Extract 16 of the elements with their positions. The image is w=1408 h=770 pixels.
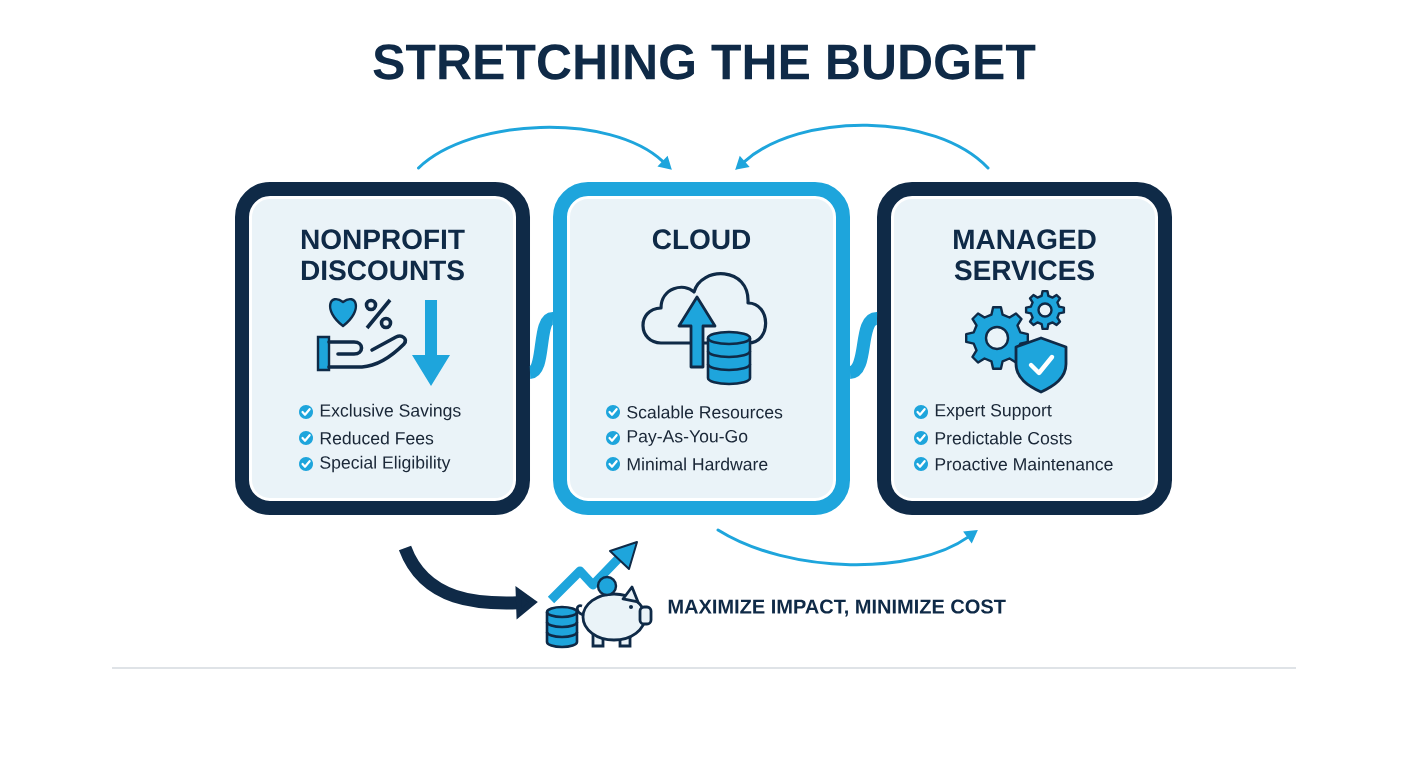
list-item: Pay-As-You-Go <box>627 430 748 446</box>
list-item: Exclusive Savings <box>320 403 461 421</box>
label: MAXIMIZE IMPACT, MINIMIZE COST <box>668 599 1006 617</box>
card-heading: CLOUD <box>652 229 751 250</box>
list-item: Reduced Fees <box>320 431 434 445</box>
arrow <box>735 123 990 170</box>
list-item: Special Eligibility <box>320 455 451 473</box>
arrow <box>417 125 672 170</box>
title: STRETCHING THE BUDGET <box>373 44 1036 80</box>
list-item: Proactive Maintenance <box>935 457 1113 471</box>
list-item: Minimal Hardware <box>627 457 768 471</box>
list-item: Expert Support <box>935 404 1052 420</box>
list-item: Predictable Costs <box>935 431 1072 445</box>
card-heading: NONPROFIT DISCOUNTS <box>301 229 465 281</box>
list-item: Scalable Resources <box>627 405 783 419</box>
card-heading: MANAGED SERVICES <box>954 229 1096 281</box>
